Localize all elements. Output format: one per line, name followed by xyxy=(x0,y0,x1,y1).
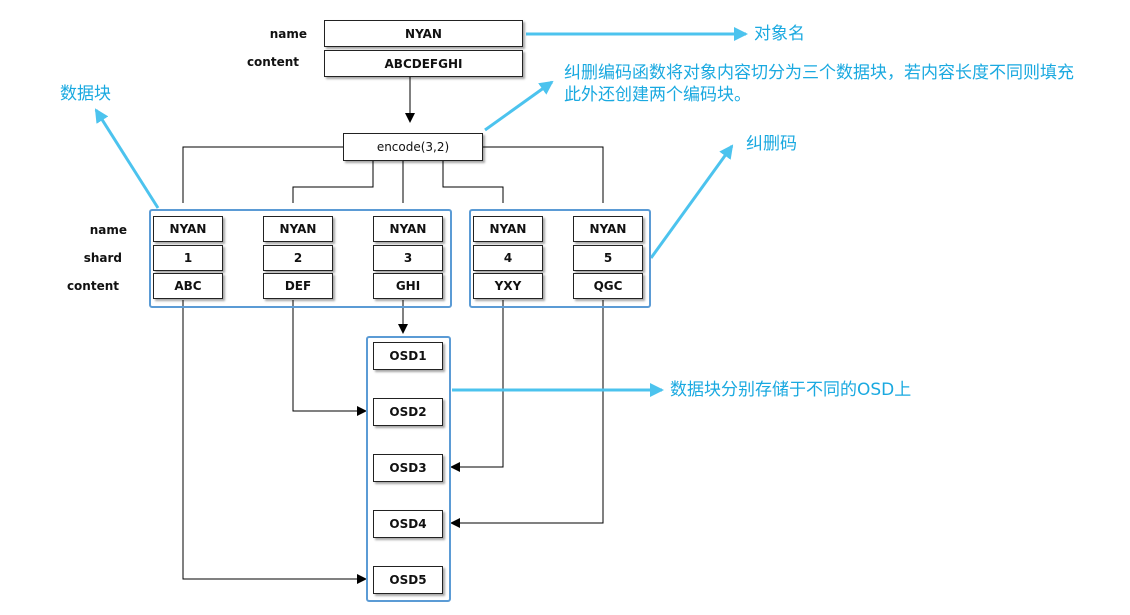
shard-4-content: YXY xyxy=(473,273,543,299)
encode-box: encode(3,2) xyxy=(343,133,483,161)
anno-arrow-data-chunk xyxy=(94,108,160,209)
shard-5-name: NYAN xyxy=(573,216,643,242)
shard-1-content: ABC xyxy=(153,273,223,299)
annotation-osd-desc: 数据块分别存储于不同的OSD上 xyxy=(670,380,912,400)
object-content-box: ABCDEFGHI xyxy=(324,50,523,77)
shard-2-name: NYAN xyxy=(263,216,333,242)
object-name-box: NYAN xyxy=(324,20,523,47)
shard-4-index: 4 xyxy=(473,245,543,271)
shard-2-content: DEF xyxy=(263,273,333,299)
osd-5: OSD5 xyxy=(373,566,443,594)
object-name-label: name xyxy=(269,27,307,41)
shard-content-label: content xyxy=(66,279,119,293)
object-content-label: content xyxy=(246,55,299,69)
annotation-erasure-desc-line2: 此外还创建两个编码块。 xyxy=(564,85,751,105)
encode-to-shard-1 xyxy=(182,146,343,203)
shard-2-index: 2 xyxy=(263,245,333,271)
shard-index-label: shard xyxy=(83,251,122,265)
shard-name-label: name xyxy=(89,223,127,237)
annotation-data-chunk: 数据块 xyxy=(60,84,111,104)
osd-4: OSD4 xyxy=(373,510,443,538)
shard-5-index: 5 xyxy=(573,245,643,271)
shard-3-content: GHI xyxy=(373,273,443,299)
anno-arrow-erasure-code xyxy=(649,144,734,259)
annotation-erasure-desc-line1: 纠删编码函数将对象内容切分为三个数据块，若内容长度不同则填充 xyxy=(564,63,1074,83)
shard-3-name: NYAN xyxy=(373,216,443,242)
data-chunks-group xyxy=(149,209,452,308)
encode-to-shard-4 xyxy=(442,161,504,203)
shard-1-to-osd5 xyxy=(182,300,367,584)
shard-1-name: NYAN xyxy=(153,216,223,242)
osd-2: OSD2 xyxy=(373,398,443,426)
coding-chunks-group xyxy=(469,209,651,308)
anno-arrow-erasure-desc xyxy=(484,80,554,132)
shard-3-index: 3 xyxy=(373,245,443,271)
shard-2-to-osd2 xyxy=(292,300,367,416)
osd-1: OSD1 xyxy=(373,342,443,370)
shard-5-content: QGC xyxy=(573,273,643,299)
shard-4-name: NYAN xyxy=(473,216,543,242)
annotation-erasure-code: 纠删码 xyxy=(746,134,797,154)
annotation-object-name: 对象名 xyxy=(754,24,805,44)
shard-4-to-osd3 xyxy=(450,300,504,472)
shard-5-to-osd4 xyxy=(450,300,604,528)
encode-to-shard-5 xyxy=(483,146,604,203)
osd-group xyxy=(366,336,451,602)
shard-1-index: 1 xyxy=(153,245,223,271)
encode-to-shard-2 xyxy=(292,161,374,203)
osd-3: OSD3 xyxy=(373,454,443,482)
